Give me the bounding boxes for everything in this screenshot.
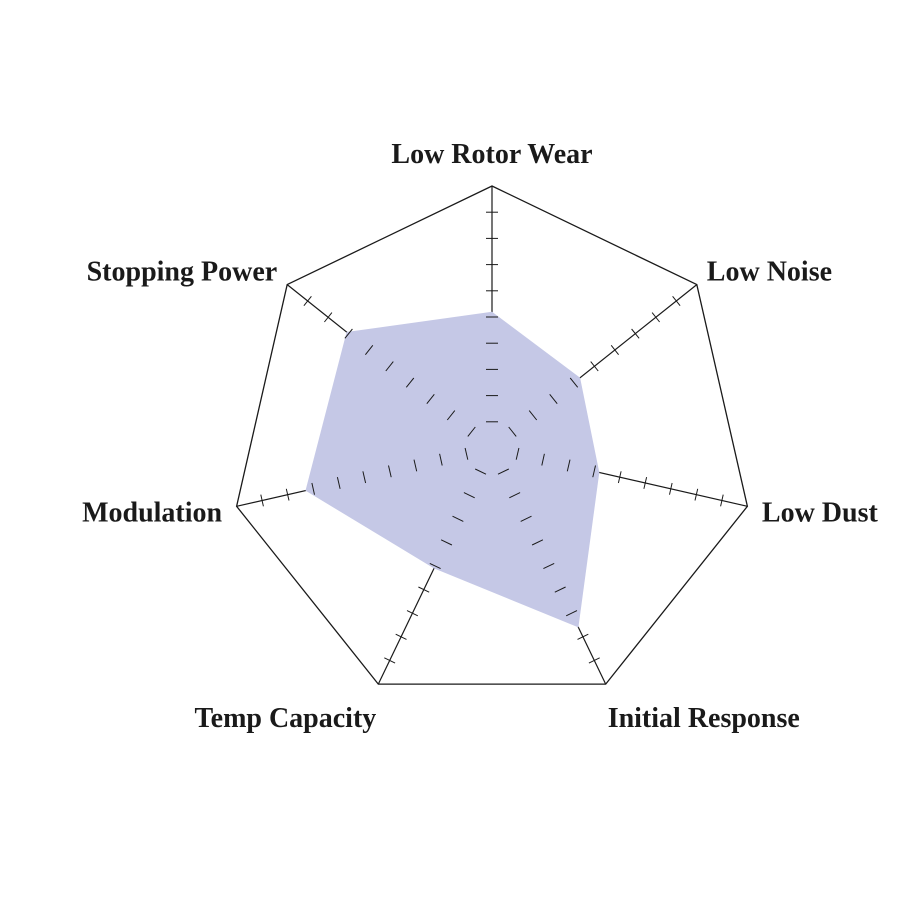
radar-tick: [452, 515, 464, 522]
axis-label: Low Dust: [762, 497, 879, 528]
radar-tick: [429, 562, 441, 570]
radar-data-area: [305, 311, 600, 628]
radar-tick: [385, 361, 394, 372]
radar-tick: [631, 328, 640, 339]
radar-tick: [566, 459, 571, 472]
radar-tick: [303, 295, 312, 307]
radar-tick: [413, 459, 418, 472]
radar-tick: [406, 610, 419, 617]
axis-label: Low Noise: [707, 256, 832, 287]
radar-tick: [669, 482, 673, 495]
radar-tick: [541, 453, 545, 466]
axis-label: Initial Response: [608, 703, 800, 734]
axis-label: Stopping Power: [87, 256, 278, 287]
radar-tick: [336, 476, 341, 489]
radar-tick: [324, 312, 333, 323]
radar-tick: [565, 610, 578, 617]
radar-tick: [531, 539, 544, 546]
radar-tick: [554, 586, 566, 593]
radar-tick: [515, 447, 520, 460]
radar-tick: [365, 344, 374, 356]
radar-tick: [543, 562, 555, 570]
radar-tick: [508, 426, 517, 437]
radar-tick: [388, 465, 392, 478]
radar-tick: [651, 312, 660, 323]
radar-tick: [497, 468, 510, 475]
radar-tick: [439, 453, 443, 466]
radar-tick: [528, 410, 538, 421]
radar-tick: [440, 539, 453, 546]
radar-tick: [509, 492, 521, 499]
radar-tick: [592, 465, 596, 478]
radar-tick: [260, 494, 264, 507]
radar-tick: [643, 476, 648, 489]
radar-tick: [720, 494, 724, 507]
radar-tick: [569, 377, 579, 388]
radar-tick: [418, 586, 430, 593]
radar-tick: [285, 488, 290, 501]
radar-outer-frame: [235, 185, 749, 685]
radar-tick: [311, 482, 315, 495]
radar-tick: [549, 393, 558, 405]
radar-tick: [474, 468, 487, 475]
radar-tick: [672, 295, 681, 307]
radar-tick: [344, 328, 353, 339]
radar-tick: [426, 393, 435, 405]
radar-tick: [463, 492, 475, 499]
radar-tick: [384, 657, 396, 664]
radar-tick: [520, 515, 532, 522]
radar-tick: [617, 471, 622, 484]
radar-tick: [577, 633, 589, 640]
radar-tick: [467, 426, 476, 437]
radar-tick: [446, 410, 456, 421]
radar-tick: [464, 447, 469, 460]
radar-tick: [694, 488, 699, 501]
radar-tick: [610, 344, 619, 356]
radar-tick: [405, 377, 415, 388]
radar-tick: [362, 471, 367, 484]
radar-tick: [588, 657, 600, 664]
axis-label: Modulation: [82, 497, 222, 528]
radar-tick: [590, 361, 599, 372]
radar-tick: [395, 633, 407, 640]
axis-label: Low Rotor Wear: [391, 139, 592, 170]
radar-ticks: [260, 211, 724, 664]
axis-label: Temp Capacity: [195, 703, 377, 734]
